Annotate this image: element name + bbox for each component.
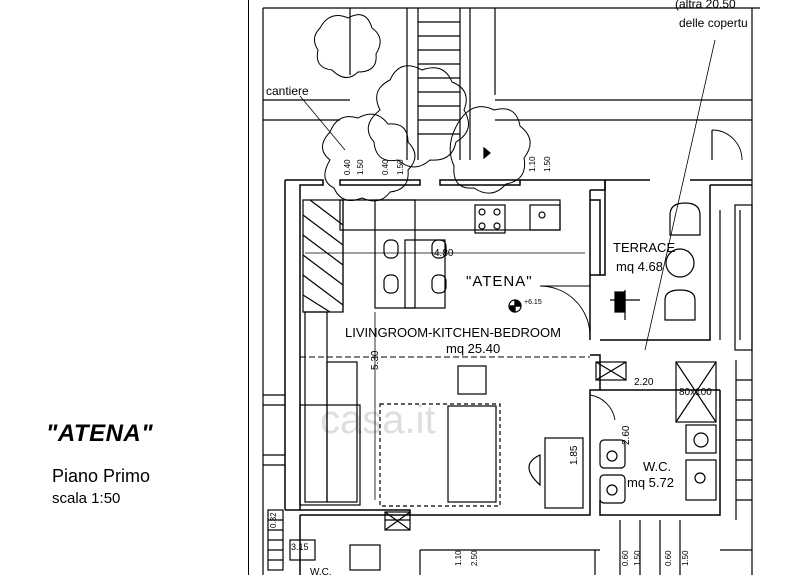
dining-table — [374, 199, 447, 309]
project-title: "ATENA" — [46, 420, 154, 447]
dim-060-b: 0.60 — [664, 550, 673, 566]
wardrobe — [302, 199, 344, 313]
desk — [528, 437, 584, 509]
elevation-label: +6.15 — [524, 299, 542, 306]
dim-150-b: 1.50 — [396, 159, 405, 175]
shower-size-label: 80x100 — [679, 387, 712, 398]
dim-032: 0.32 — [269, 512, 278, 528]
dim-150-top: 1.50 — [543, 156, 552, 172]
room-name-label: "ATENA" — [466, 273, 533, 290]
dim-060-a: 0.60 — [621, 550, 630, 566]
dim-150-a: 1.50 — [356, 159, 365, 175]
scale-label: scala 1:50 — [52, 490, 121, 507]
terrace-area: mq 4.68 — [616, 259, 663, 274]
dim-110-top: 1.10 — [528, 156, 537, 172]
section-marker-icon — [508, 299, 522, 313]
dim-185: 1.85 — [569, 445, 580, 465]
living-room-area: mq 25.40 — [446, 341, 500, 356]
dim-250-bottom: 2.50 — [470, 550, 479, 566]
dim-040-a: 0.40 — [343, 159, 352, 175]
dim-width-480: 4.80 — [434, 248, 454, 259]
door-swing — [539, 285, 591, 337]
dim-315: 3.15 — [291, 542, 309, 552]
dim-040-b: 0.40 — [381, 159, 390, 175]
bottom-details — [267, 509, 752, 575]
wc-bottom-label: W.C. — [310, 567, 332, 576]
dim-260: 2.60 — [621, 425, 632, 445]
dim-220: 2.20 — [634, 377, 654, 388]
title-block-frame — [0, 0, 249, 575]
stair-top-left — [406, 8, 471, 160]
terrace-elevation-icon — [610, 290, 640, 320]
terrace-chairs — [664, 202, 753, 351]
terrace-label: TERRACE — [613, 240, 675, 255]
dim-150-bottom-b: 1.50 — [681, 550, 690, 566]
living-room-label: LIVINGROOM-KITCHEN-BEDROOM — [345, 325, 561, 340]
apartment-walls — [284, 179, 752, 575]
right-side-rails — [735, 360, 752, 520]
dim-150-bottom-a: 1.50 — [633, 550, 642, 566]
wc-label: W.C. — [643, 459, 671, 474]
dim-110-bottom: 1.10 — [454, 550, 463, 566]
label-cantiere: cantiere — [266, 84, 309, 98]
sofa-bed — [379, 365, 501, 507]
note-top-right-2: delle copertu — [679, 16, 748, 30]
dim-height-530: 5.30 — [370, 350, 381, 370]
sofa-left — [299, 311, 361, 506]
kitchen-counter — [339, 199, 561, 234]
note-top-right-1: (altra 20.50 — [675, 0, 736, 11]
wc-fixtures — [595, 361, 717, 504]
floor-label: Piano Primo — [52, 466, 151, 486]
wc-area: mq 5.72 — [627, 475, 674, 490]
